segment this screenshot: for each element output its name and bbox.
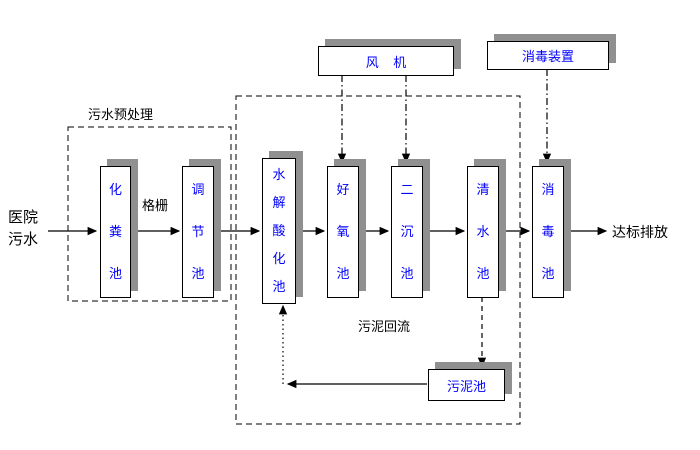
clear-water-tank-box: 清水池 (467, 166, 499, 298)
secondary-sedimentation-tank-label: 二沉池 (400, 182, 414, 281)
aerobic-tank-label: 好氧池 (336, 182, 350, 281)
pretreatment-label: 污水预处理 (88, 107, 154, 122)
regulating-tank-label: 调节池 (191, 182, 205, 281)
sludge-tank-label: 污泥池 (446, 378, 486, 394)
fan-label: 风 机 (365, 54, 407, 70)
clear-water-tank-label: 清水池 (476, 182, 490, 281)
septic-tank-label: 化粪池 (108, 182, 122, 281)
secondary-sedimentation-tank-box: 二沉池 (391, 166, 423, 298)
pretreatment-boundary (67, 126, 232, 302)
influent-label: 医院污水 (8, 209, 39, 248)
regulating-tank-box: 调节池 (182, 166, 214, 298)
fan-box: 风 机 (318, 46, 454, 76)
disinfection-tank-box: 消毒池 (532, 166, 564, 298)
sludge-tank-box: 污泥池 (428, 369, 505, 401)
sludge-return-label: 污泥回流 (358, 319, 411, 334)
disinfection-device-label: 消毒装置 (521, 49, 574, 64)
septic-tank-box: 化粪池 (100, 166, 131, 298)
main-process-boundary (235, 95, 521, 425)
disinfection-tank-label: 消毒池 (541, 182, 555, 281)
aerobic-tank-box: 好氧池 (327, 166, 359, 298)
effluent-label: 达标排放 (612, 224, 668, 240)
disinfection-device-box: 消毒装置 (487, 41, 609, 70)
hydrolysis-acidification-tank-box: 水解酸化池 (262, 158, 296, 304)
screen-label: 格栅 (142, 198, 169, 213)
hydrolysis-acidification-tank-label: 水解酸化池 (272, 167, 286, 294)
